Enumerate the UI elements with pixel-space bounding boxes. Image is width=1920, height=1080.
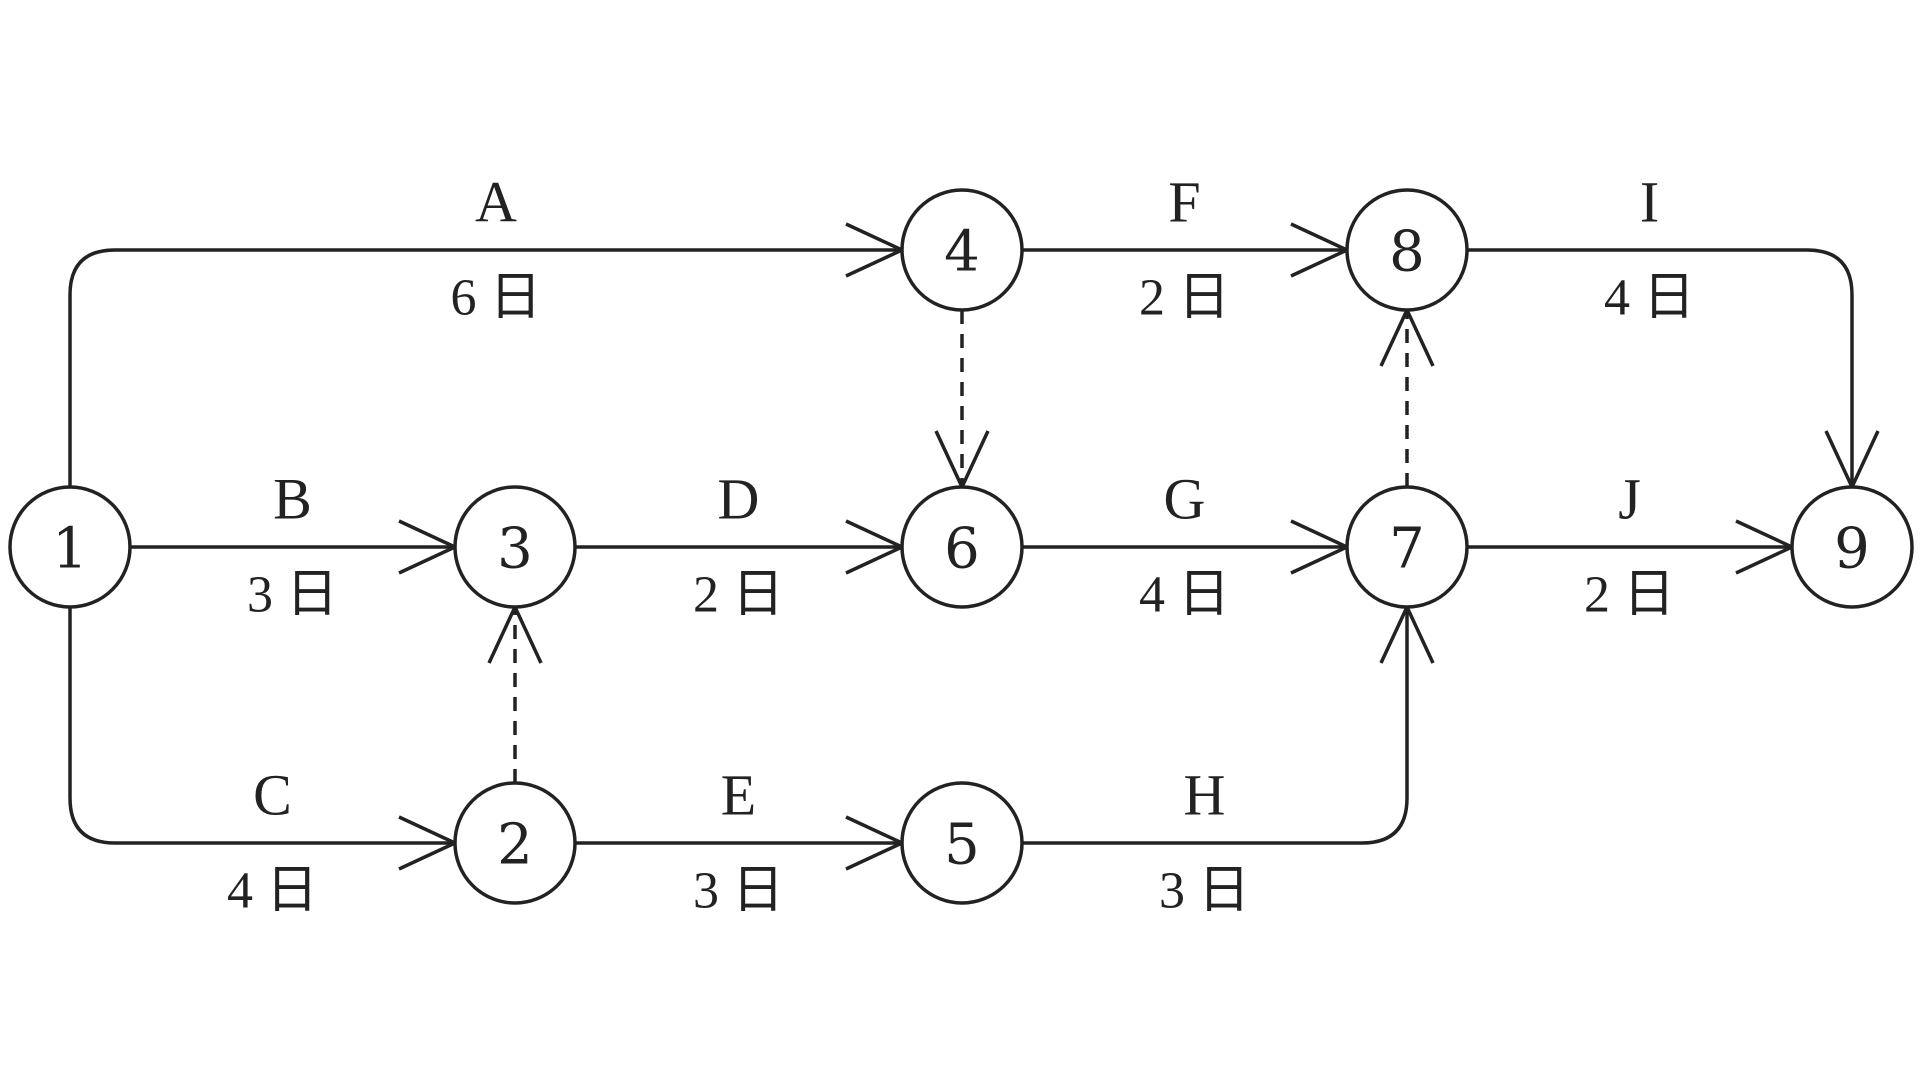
node-3-label: 3 [497,517,533,582]
activity-d-duration: 2 日 [693,567,784,624]
node-2-circle [453,781,577,905]
activity-j-name: J [1618,467,1641,532]
node-7-label: 7 [1389,517,1425,582]
node-4-label: 4 [944,220,980,285]
node-6-circle [900,485,1024,609]
activity-f-duration: 2 日 [1139,270,1230,327]
node-6: 6 [900,485,1024,609]
activity-g-duration: 4 日 [1139,567,1230,624]
activity-h-duration: 3 日 [1159,863,1250,920]
activity-i-duration: 4 日 [1604,270,1695,327]
activity-i-edge [1467,248,1854,487]
node-9-circle [1790,485,1914,609]
activity-e-name: E [721,763,756,828]
activity-h-name: H [1184,763,1226,828]
node-5: 5 [900,781,1024,905]
activity-j-duration: 2 日 [1584,567,1675,624]
activity-d-name: D [718,467,760,532]
activity-h-edge [1022,607,1409,845]
activity-a-edge [68,248,902,487]
node-5-label: 5 [944,813,980,878]
activity-b-duration: 3 日 [247,567,338,624]
activity-g-name: G [1164,467,1206,532]
node-5-circle [900,781,1024,905]
node-1: 1 [8,485,132,609]
node-2-label: 2 [497,813,533,878]
node-8-circle [1345,188,1469,312]
node-1-label: 1 [52,517,88,582]
activity-c-edge [68,607,455,845]
node-7: 7 [1345,485,1469,609]
activity-c-name: C [253,763,292,828]
activity-a-duration: 6 日 [450,270,541,327]
activity-a-name: A [475,170,517,235]
node-3: 3 [453,485,577,609]
activity-b-name: B [273,467,312,532]
activity-i-name: I [1640,170,1659,235]
activity-f-name: F [1168,170,1200,235]
node-9-label: 9 [1834,517,1870,582]
node-8: 8 [1345,188,1469,312]
node-6-label: 6 [944,517,980,582]
node-7-circle [1345,485,1469,609]
node-4-circle [900,188,1024,312]
activity-c-duration: 4 日 [227,863,318,920]
node-1-circle [8,485,132,609]
node-9: 9 [1790,485,1914,609]
labels-layer: A 6 日 B 3 日 C 4 日 D 2 日 E 3 日 F 2 日 G 4 日 H 3 日 I 4 日 J 2 日 [227,170,1695,920]
activity-e-duration: 3 日 [693,863,784,920]
node-3-circle [453,485,577,609]
nodes-layer: 1 2 3 4 5 6 7 8 9 [8,188,1914,905]
node-4: 4 [900,188,1024,312]
node-2: 2 [453,781,577,905]
node-8-label: 8 [1389,220,1425,285]
